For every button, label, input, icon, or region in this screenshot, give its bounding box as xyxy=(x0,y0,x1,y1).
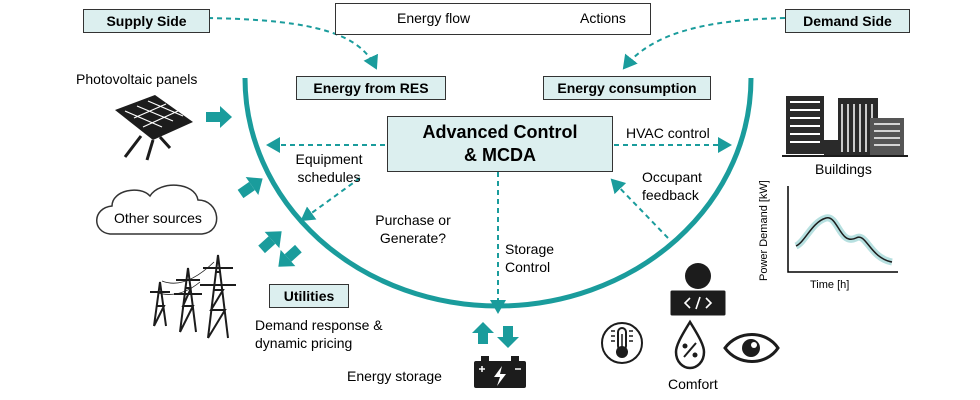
demand-response-label: Demand response & dynamic pricing xyxy=(255,316,383,352)
purchase-generate-arrow xyxy=(300,177,361,222)
occupant-line2: feedback xyxy=(642,187,699,203)
energy-storage-label: Energy storage xyxy=(347,368,442,384)
occupant-feedback-label: Occupant feedback xyxy=(642,168,702,204)
demand-response-line2: dynamic pricing xyxy=(255,335,353,351)
legend xyxy=(335,3,651,35)
storage-charge-arrow xyxy=(472,322,494,344)
control-title-line1: Advanced Control xyxy=(422,122,578,142)
advanced-control-mcda-box: Advanced Control & MCDA xyxy=(387,116,613,172)
storage-line2: Control xyxy=(505,259,551,275)
solar-panel-icon xyxy=(115,95,193,161)
transmission-towers-icon xyxy=(150,254,236,339)
comfort-label: Comfort xyxy=(668,376,718,392)
power-demand-mini-chart xyxy=(787,186,898,273)
storage-discharge-arrow xyxy=(497,326,519,348)
equipment-schedules-label: Equipment schedules xyxy=(289,150,369,186)
occupant-line1: Occupant xyxy=(642,169,702,185)
legend-energy-flow-label: Energy flow xyxy=(397,10,471,26)
thermometer-icon xyxy=(601,322,643,364)
supply-to-res-arrow xyxy=(207,17,378,70)
utilities-box: Utilities xyxy=(269,284,349,308)
buildings-label: Buildings xyxy=(815,161,872,177)
hvac-control-label: HVAC control xyxy=(626,125,710,141)
energy-consumption-box: Energy consumption xyxy=(543,76,711,100)
other-sources-label: Other sources xyxy=(114,210,202,226)
other-sources-energy-arrow xyxy=(237,176,263,199)
equipment-line1: Equipment xyxy=(295,151,363,167)
demand-response-line1: Demand response & xyxy=(255,317,383,333)
legend-actions-label: Actions xyxy=(580,10,626,26)
humidity-drop-icon xyxy=(674,319,706,370)
mini-chart-axes xyxy=(787,186,898,273)
mini-chart-ylabel: Power Demand [kW] xyxy=(758,180,770,281)
storage-line1: Storage xyxy=(505,241,555,257)
energy-from-res-box: Energy from RES xyxy=(296,76,446,100)
photovoltaic-panels-label: Photovoltaic panels xyxy=(76,71,198,87)
demand-to-consumption-arrow xyxy=(622,17,786,70)
utilities-export-arrow xyxy=(278,244,302,267)
purchase-line2: Generate? xyxy=(379,230,447,246)
battery-icon xyxy=(474,356,526,388)
mini-chart-xlabel: Time [h] xyxy=(810,279,850,291)
storage-control-label: Storage Control xyxy=(505,240,554,276)
demand-side-box: Demand Side xyxy=(785,9,910,33)
eye-icon xyxy=(723,333,780,363)
supply-side-box: Supply Side xyxy=(83,9,210,33)
control-title-line2: & MCDA xyxy=(464,145,536,165)
buildings-icon xyxy=(782,96,908,157)
equipment-line2: schedules xyxy=(297,169,361,185)
occupant-feedback-arrow xyxy=(610,178,669,239)
cloud-icon xyxy=(96,184,218,235)
purchase-line1: Purchase or xyxy=(375,212,451,228)
purchase-generate-label: Purchase or Generate? xyxy=(368,211,458,247)
pv-energy-arrow xyxy=(206,106,232,128)
occupant-laptop-icon xyxy=(669,263,727,317)
utilities-import-arrow xyxy=(258,231,282,254)
mini-chart-curve xyxy=(795,217,893,263)
